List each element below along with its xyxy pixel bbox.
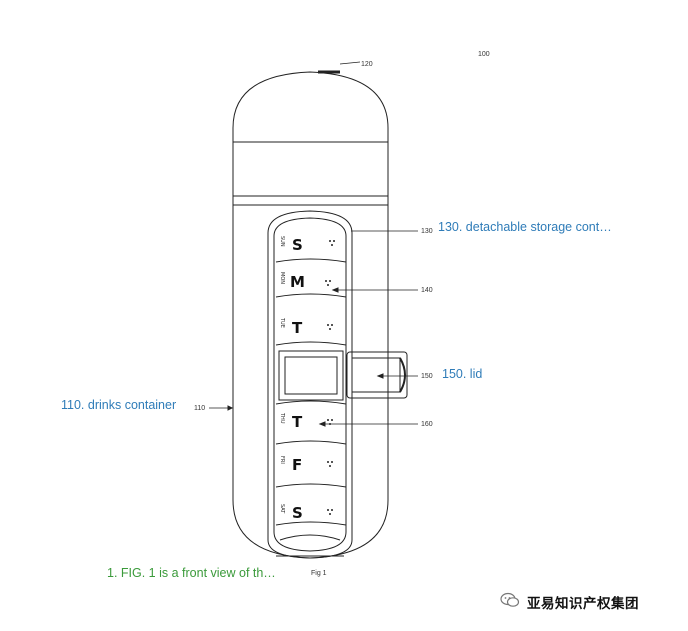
compartment-abbr-sat: SAT (279, 504, 285, 514)
figure-caption: Fig 1 (311, 570, 327, 577)
annotation-150: 150. lid (442, 367, 483, 381)
compartment-letter-fri: F (292, 456, 302, 474)
compartment-letter-sun: S (292, 236, 303, 254)
compartment-abbr-mon: MON (279, 272, 285, 284)
compartment-abbr-tue: TUE (279, 317, 285, 328)
ref-130: 130 (421, 228, 433, 235)
ref-120: 120 (361, 61, 373, 68)
watermark: 亚易知识产权集团 (500, 592, 639, 612)
compartment-dividers (275, 258, 347, 526)
bottle-cap (232, 71, 389, 142)
wechat-chat-bubble-icon (500, 592, 520, 613)
compartment-abbr-sun: SUN (279, 236, 285, 247)
ref-140: 140 (421, 287, 433, 294)
ref-150: 150 (421, 373, 433, 380)
compartment-abbr-thu: THU (279, 412, 285, 424)
ref-110: 110 (194, 405, 205, 412)
ref-100: 100 (478, 51, 490, 58)
annotation-fig1: 1. FIG. 1 is a front view of th… (107, 566, 276, 580)
annotation-110: 110. drinks container (61, 398, 177, 412)
annotation-130: 130. detachable storage cont… (438, 220, 612, 234)
bottle-body (232, 142, 389, 559)
compartment-letter-thu: T (292, 413, 303, 431)
compartment-letter-sat: S (292, 504, 303, 522)
lid (346, 351, 408, 399)
storage-slot (267, 210, 353, 559)
compartment-abbr-fri: FRI (279, 456, 285, 464)
braille-dots (325, 240, 335, 515)
watermark-brand-name: 亚易知识产权集团 (527, 596, 639, 611)
compartment-letter-tue: T (292, 319, 303, 337)
compartment-letter-mon: M (290, 273, 305, 291)
middle-window (278, 350, 344, 401)
ref-160: 160 (421, 421, 433, 428)
